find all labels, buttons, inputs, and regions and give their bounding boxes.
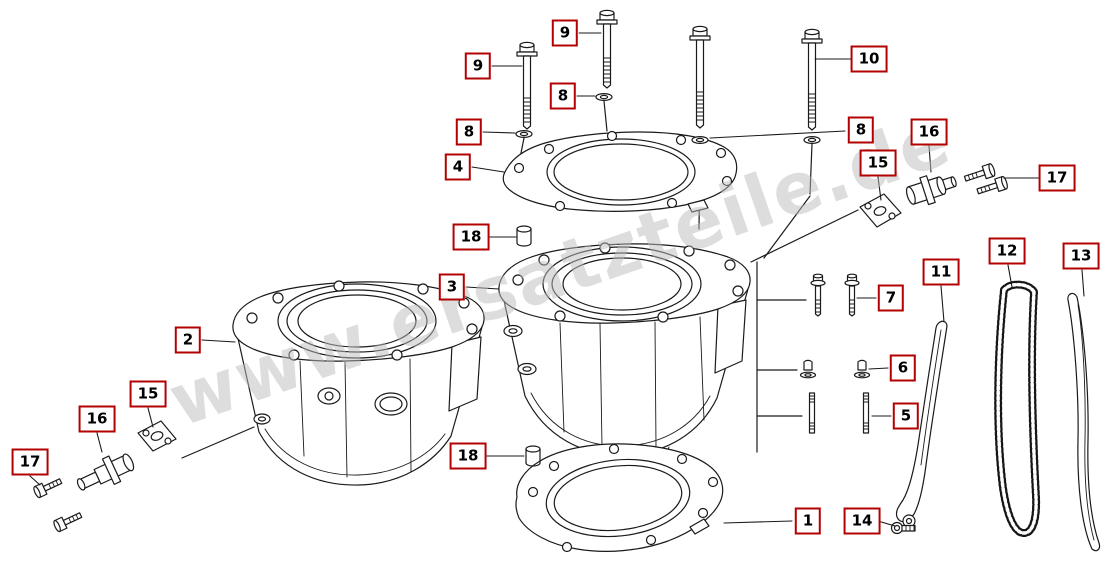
- part-chain-guide-rear: [1067, 292, 1101, 552]
- leader-12: [1007, 264, 1013, 288]
- callout-11[interactable]: 11: [922, 258, 960, 286]
- part-cam-chain: [994, 280, 1041, 537]
- part-dowel-bottom: [525, 445, 541, 467]
- callout-10[interactable]: 10: [850, 45, 888, 73]
- leader-lines: [29, 32, 1085, 527]
- callout-18-top[interactable]: 18: [452, 223, 490, 251]
- callout-14[interactable]: 14: [843, 507, 881, 535]
- callout-4[interactable]: 4: [444, 153, 472, 181]
- callout-8-right[interactable]: 8: [847, 116, 875, 144]
- leader-17-left: [29, 475, 41, 486]
- part-chain-guide-front: [895, 320, 948, 528]
- part-bolt-9a: [516, 41, 538, 130]
- callout-7[interactable]: 7: [877, 284, 905, 312]
- callout-17-left[interactable]: 17: [11, 448, 49, 476]
- leader-16-right: [928, 145, 932, 173]
- callout-8-left[interactable]: 8: [455, 118, 483, 146]
- callout-13[interactable]: 13: [1062, 242, 1100, 270]
- callout-5[interactable]: 5: [892, 402, 920, 430]
- callout-3[interactable]: 3: [438, 273, 466, 301]
- leader-1: [723, 520, 793, 524]
- leader-2: [201, 339, 236, 343]
- callout-9-left[interactable]: 9: [464, 52, 492, 80]
- callout-12[interactable]: 12: [988, 237, 1026, 265]
- part-bolt-10a: [689, 25, 711, 129]
- part-bolts-7: [810, 273, 860, 317]
- callout-15-left[interactable]: 15: [129, 380, 167, 408]
- callout-8-mid[interactable]: 8: [549, 82, 577, 110]
- leader-3: [465, 286, 500, 290]
- leader-13: [1081, 269, 1085, 297]
- leader-4: [471, 166, 505, 173]
- callout-16-left[interactable]: 16: [78, 405, 116, 433]
- part-cylinder-front: [232, 280, 485, 486]
- part-bolt-10b: [801, 28, 823, 131]
- part-washer-8c: [691, 136, 709, 145]
- part-bolt-9b: [596, 9, 618, 89]
- leader-11: [940, 285, 945, 323]
- callout-17-right[interactable]: 17: [1038, 164, 1076, 192]
- part-nuts-6: [799, 359, 871, 379]
- leader-8-right: [709, 130, 846, 139]
- leader-6: [868, 367, 889, 370]
- part-dowel-top: [516, 225, 532, 247]
- callout-15-right[interactable]: 15: [859, 149, 897, 177]
- leader-15-left: [147, 407, 154, 428]
- part-head-gasket: [502, 130, 738, 213]
- callout-9-top[interactable]: 9: [551, 19, 579, 47]
- part-cylinder-rear: [498, 242, 751, 461]
- part-washer-8d: [803, 136, 821, 145]
- leader-15-right: [877, 176, 882, 201]
- callout-16-right[interactable]: 16: [910, 118, 948, 146]
- leader-16-left: [96, 432, 103, 453]
- callout-1[interactable]: 1: [794, 507, 822, 535]
- callout-18-bottom[interactable]: 18: [449, 442, 487, 470]
- part-washer-8b: [595, 92, 613, 101]
- leader-14: [877, 520, 896, 527]
- callout-2[interactable]: 2: [174, 326, 202, 354]
- leader-8-left: [482, 131, 516, 134]
- part-washer-8a: [515, 130, 533, 139]
- callout-6[interactable]: 6: [889, 354, 917, 382]
- part-joint-left: [33, 420, 177, 533]
- part-joint-right: [859, 163, 1008, 228]
- part-studs-5: [808, 392, 870, 434]
- part-base-gasket: [515, 443, 724, 553]
